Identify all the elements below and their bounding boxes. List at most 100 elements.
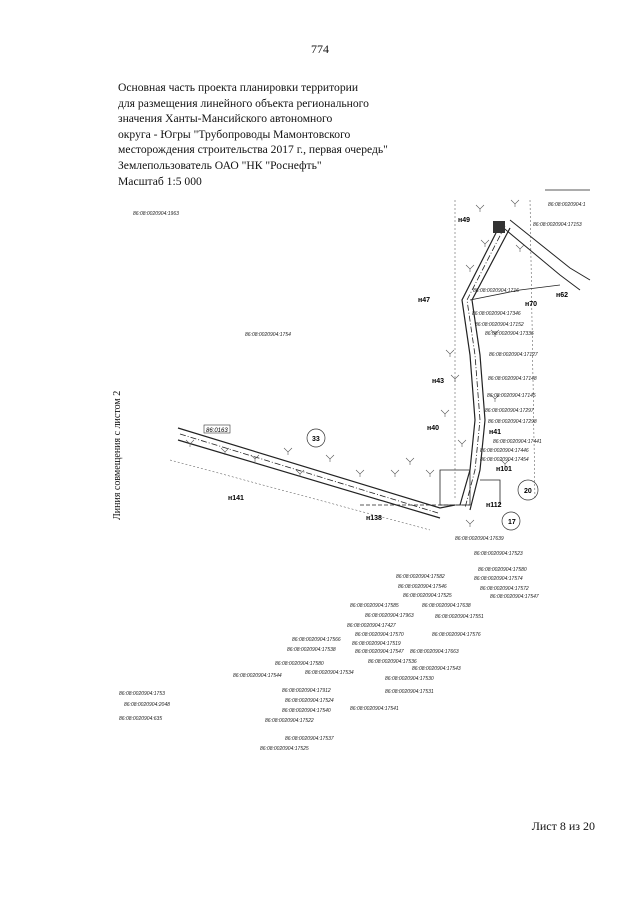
vegetation-symbol <box>440 409 450 417</box>
parcel-label: 86:08:0020904:17963 <box>365 613 414 619</box>
parcel-label: 86:08:0020904:17580 <box>478 567 527 573</box>
parcel-label: 86:08:0020904:17551 <box>435 614 484 620</box>
vegetation-symbol <box>405 457 415 465</box>
parcel-label: 86:08:0020904:17639 <box>455 536 504 542</box>
vegetation-symbol <box>457 439 467 447</box>
sheet-join-note: Линия совмещения с листом 2 <box>112 390 123 520</box>
point-label-n41: н41 <box>489 429 501 436</box>
parcel-label: 86:08:0020904:17574 <box>474 576 523 582</box>
parcel-label: 86:08:0020904:17441 <box>493 439 542 445</box>
parcel-label: 86:08:0020904:1716 <box>473 288 519 294</box>
point-label-n138: н138 <box>366 515 382 522</box>
title-line: округа - Югры "Трубопроводы Мамонтовског… <box>118 127 351 141</box>
parcel-label: 86:08:0020904:2048 <box>124 702 170 708</box>
circle-label-33: 33 <box>312 436 320 443</box>
vegetation-symbol <box>425 469 435 477</box>
circle-label-20: 20 <box>524 488 532 495</box>
vegetation-symbol <box>295 469 305 477</box>
parcel-label: 86:08:0020904:17543 <box>412 666 461 672</box>
pipeline-corridor <box>177 189 591 519</box>
point-label-n141: н141 <box>228 495 244 502</box>
parcel-label: 86:08:0020904:17540 <box>282 708 331 714</box>
parcel-label: 86:08:0020904:17912 <box>282 688 331 694</box>
parcel-label: 86:08:0020904:17546 <box>398 584 447 590</box>
parcel-label: 86:08:0020904:17346 <box>472 311 521 317</box>
vegetation-symbol <box>390 469 400 477</box>
title-block: Основная часть проекта планировки террит… <box>118 80 418 189</box>
vegetation-symbol <box>490 329 500 337</box>
parcel-label: 86:08:0020904:17525 <box>403 593 452 599</box>
parcel-label: 86:08:0020904:17297 <box>485 408 534 414</box>
hatched-site <box>493 221 505 233</box>
parcel-label: 86:08:0020904:17663 <box>410 649 459 655</box>
vegetation-symbol <box>250 454 260 462</box>
sheet-footer: Лист 8 из 20 <box>531 819 595 833</box>
point-label-n70: н70 <box>525 301 537 308</box>
parcel-label: 86:08:0020904:17566 <box>292 637 341 643</box>
parcel-label: 86:08:0020904:17541 <box>350 706 399 712</box>
parcel-label: 86:08:0020904:17152 <box>475 322 524 328</box>
parcel-label: 86:08:0020904:17531 <box>385 689 434 695</box>
parcel-label: 86:08:0020904:17427 <box>347 623 396 629</box>
parcel-label: 86:08:0020904:1963 <box>133 211 179 217</box>
vegetation-symbol <box>510 199 520 207</box>
parcel-label: 86:08:0020904:17127 <box>489 352 538 358</box>
circle-markers <box>306 428 539 531</box>
parcel-label: 86:08:0020904:17534 <box>305 670 354 676</box>
parcel-labels: 86:08:0020904:1963 86:08:0020904:1754 86… <box>119 202 586 752</box>
parcel-label: 86:08:0020904:17572 <box>480 586 529 592</box>
vegetation-symbols <box>185 199 525 527</box>
landowner-line: Землепользователь ОАО "НК "Роснефть" <box>118 158 322 172</box>
parcel-label: 86:08:0020904:17576 <box>432 632 481 638</box>
point-label-n43: н43 <box>432 378 444 385</box>
parcel-label: 86:08:0020904:17145 <box>487 393 536 399</box>
parcel-label: 86:08:0020904:17153 <box>533 222 582 228</box>
parcel-label: 86:08:0020904:1753 <box>119 691 165 697</box>
title-line: Основная часть проекта планировки террит… <box>118 81 359 94</box>
vegetation-symbol <box>220 447 230 455</box>
vegetation-symbol <box>465 264 475 272</box>
parcel-label: 86:08:0020904:17570 <box>355 632 404 638</box>
small-box-label: 86:0163 <box>206 428 228 434</box>
vegetation-symbol <box>283 447 293 455</box>
parcel-label: 86:08:0020904:17446 <box>480 448 529 454</box>
title-line: месторождения строительства 2017 г., пер… <box>118 143 388 157</box>
title-line: для размещения линейного объекта региона… <box>118 96 369 110</box>
small-box-marker <box>203 424 231 434</box>
parcel-label: 86:08:0020904:1 <box>548 202 586 208</box>
title-line: значения Ханты-Мансийского автономного <box>118 112 333 126</box>
point-label-n40: н40 <box>427 425 439 432</box>
vegetation-symbol <box>475 204 485 212</box>
vegetation-symbol <box>445 349 455 357</box>
parcel-label: 86:08:0020904:17544 <box>233 673 282 679</box>
parcel-label: 86:08:0020904:17525 <box>260 746 309 752</box>
point-label-n47: н47 <box>418 297 430 304</box>
vegetation-symbol <box>450 374 460 382</box>
point-label-n101: н101 <box>496 466 512 473</box>
point-label-n49: н49 <box>458 217 470 224</box>
vegetation-symbol <box>465 519 475 527</box>
vegetation-symbol <box>490 394 500 402</box>
vegetation-symbol <box>500 459 510 467</box>
parcel-label: 86:08:0020904:17148 <box>488 376 537 382</box>
vegetation-symbol <box>185 439 195 447</box>
point-label-n62: н62 <box>556 292 568 299</box>
vegetation-symbol <box>325 454 335 462</box>
parcel-label: 86:08:0020904:17547 <box>490 594 539 600</box>
page-number: 774 <box>311 42 329 56</box>
vegetation-symbol <box>515 244 525 252</box>
parcel-label: 86:08:0020904:17298 <box>488 419 537 425</box>
parcel-label: 86:08:0020904:17580 <box>275 661 324 667</box>
parcel-label: 86:08:0020904:17336 <box>485 331 534 337</box>
vegetation-symbol <box>355 469 365 477</box>
parcel-label: 86:08:0020904:17547 <box>355 649 404 655</box>
parcel-label: 86:08:0020904:1754 <box>245 332 291 338</box>
parcel-label: 86:08:0020904:17538 <box>287 647 336 653</box>
parcel-label: 86:08:0020904:17530 <box>385 676 434 682</box>
parcel-label: 86:08:0020904:17537 <box>285 736 334 742</box>
parcel-label: 86:08:0020904:17519 <box>352 641 401 647</box>
parcel-label: 86:08:0020904:17523 <box>474 551 523 557</box>
vegetation-symbol <box>480 239 490 247</box>
point-label-n112: н112 <box>486 502 502 509</box>
